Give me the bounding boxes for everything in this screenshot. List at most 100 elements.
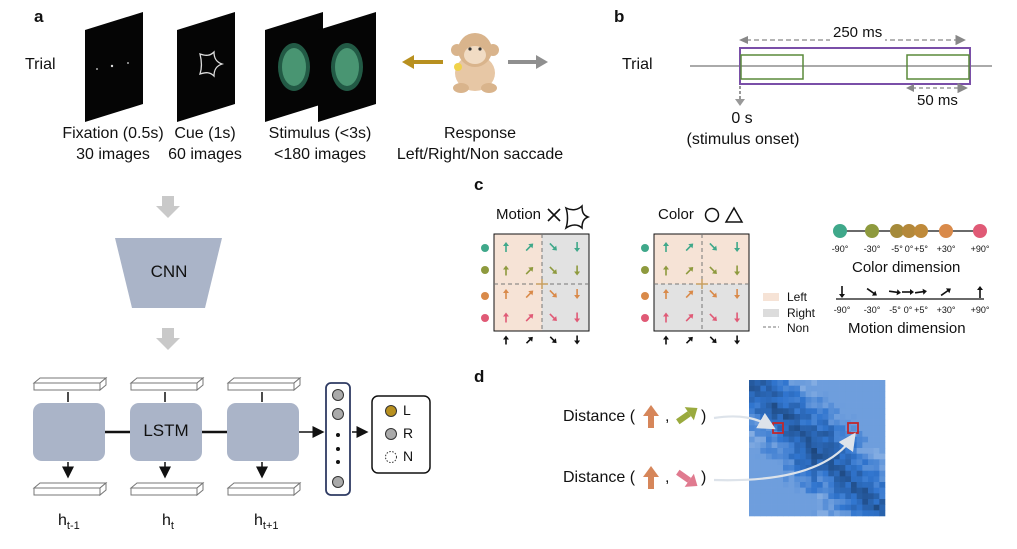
matrix-cell (800, 442, 806, 449)
matrix-cell (856, 402, 863, 409)
matrix-cell (817, 465, 823, 471)
matrix-cell (828, 493, 835, 500)
matrix-cell (777, 442, 784, 449)
matrix-cell (868, 487, 874, 494)
matrix-cell (845, 380, 852, 386)
grid-motion-arrow (503, 265, 509, 276)
onset-line1: 0 s (731, 110, 753, 127)
matrix-cell (811, 397, 818, 403)
cnn-trapezoid (115, 238, 222, 308)
matrix-cell (749, 448, 755, 454)
matrix-cell (862, 402, 869, 409)
down-arrow-to-lstm (156, 328, 180, 350)
matrix-cell (834, 436, 840, 443)
matrix-cell (868, 448, 874, 454)
grid-motion-arrow (709, 242, 717, 251)
matrix-cell (794, 487, 801, 494)
distance-comma-1: , (665, 408, 670, 425)
matrix-cell (822, 510, 829, 517)
matrix-cell (805, 504, 812, 511)
matrix-cell (800, 391, 806, 398)
color-dimension-tick: -30° (863, 244, 881, 254)
matrix-cell (868, 431, 874, 437)
column-motion-arrow (734, 335, 741, 345)
matrix-cell (760, 504, 767, 511)
matrix-cell (788, 453, 795, 460)
matrix-cell (856, 436, 863, 443)
matrix-cell (805, 408, 812, 415)
distance-diag-arrow-green (676, 407, 698, 425)
matrix-cell (868, 465, 874, 471)
matrix-cell (794, 397, 801, 403)
matrix-cell (777, 397, 784, 403)
matrix-cell (834, 470, 840, 477)
right-arrow-head (536, 55, 548, 69)
matrix-cell (800, 431, 806, 437)
matrix-cell (851, 380, 857, 386)
lstm-cells (33, 403, 299, 461)
matrix-cell (749, 465, 755, 471)
matrix-cell (868, 442, 874, 449)
distance-label-2: Distance ( (563, 469, 636, 486)
matrix-cell (783, 465, 789, 471)
matrix-cell (828, 510, 835, 517)
matrix-cell (788, 391, 795, 398)
matrix-cell (862, 436, 869, 443)
matrix-cell (817, 442, 823, 449)
matrix-cell (851, 425, 857, 432)
lstm-input-slabs (32, 376, 302, 392)
matrix-cell (805, 431, 812, 437)
matrix-cell (817, 385, 823, 392)
matrix-cell (845, 453, 852, 460)
matrix-cell (845, 459, 852, 466)
matrix-cell (771, 487, 778, 494)
matrix-cell (811, 385, 818, 392)
matrix-cell (749, 436, 755, 443)
matrix-cell (845, 397, 852, 403)
matrix-cell (822, 431, 829, 437)
legend-left-swatch (763, 293, 779, 301)
matrix-cell (868, 493, 874, 500)
matrix-cell (766, 510, 772, 517)
matrix-cell (879, 442, 886, 449)
matrix-cell (817, 482, 823, 488)
matrix-cell (766, 448, 772, 454)
matrix-cell (754, 459, 761, 466)
matrix-cell (862, 493, 869, 500)
matrix-cell (754, 442, 761, 449)
matrix-cell (783, 397, 789, 403)
matrix-cell (845, 476, 852, 483)
matrix-cell (811, 493, 818, 500)
matrix-cell (760, 493, 767, 500)
matrix-cell (777, 414, 784, 420)
matrix-cell (760, 510, 767, 517)
matrix-cell (862, 470, 869, 477)
matrix-cell (766, 459, 772, 466)
trial-label-a: Trial (25, 56, 56, 73)
matrix-cell (788, 436, 795, 443)
matrix-cell (873, 504, 880, 511)
grid-column-motion-arrows (503, 335, 741, 345)
matrix-cell (851, 414, 857, 420)
grid-motion-arrow (734, 289, 741, 299)
matrix-cell (811, 408, 818, 415)
color-dimension-tick: 0° (904, 244, 914, 254)
matrix-cell (879, 419, 886, 426)
matrix-cell (811, 425, 818, 432)
grid-motion-arrow (574, 312, 581, 323)
grid-motion-arrow (525, 290, 534, 299)
matrix-cell (834, 414, 840, 420)
matrix-cell (811, 414, 818, 420)
column-motion-arrow (663, 335, 669, 345)
matrix-cell (783, 476, 789, 483)
motion-dimension-arrow (977, 286, 983, 298)
grid-motion-arrow (549, 313, 557, 322)
matrix-cell (760, 448, 767, 454)
matrix-cell (794, 419, 801, 426)
matrix-cell (783, 414, 789, 420)
matrix-cell (766, 414, 772, 420)
matrix-cell (783, 510, 789, 517)
matrix-cell (822, 487, 829, 494)
matrix-cell (856, 442, 863, 449)
